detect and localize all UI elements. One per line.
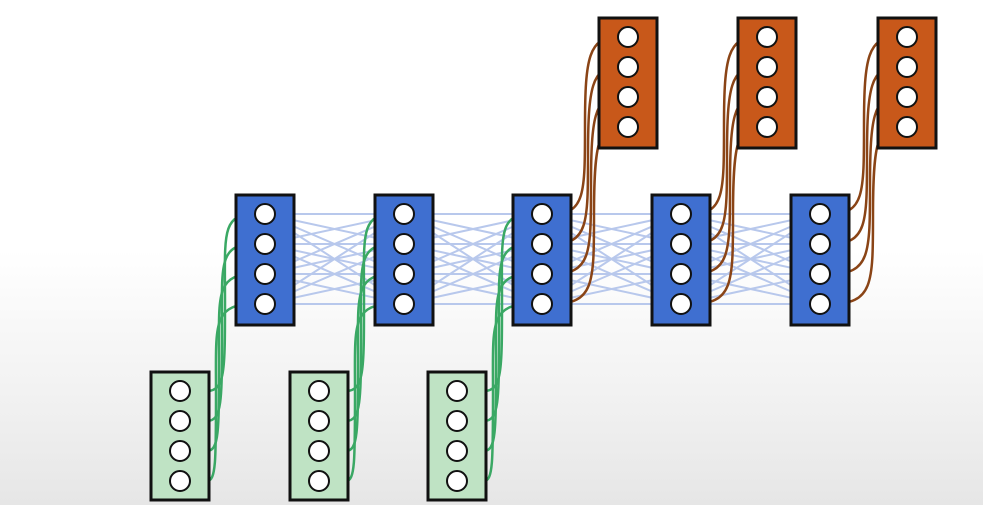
input-node-in2-3 [308,470,330,492]
hidden-node-h5-0 [809,203,831,225]
hidden-node-h5-1 [809,233,831,255]
hidden-node-h1-3 [254,293,276,315]
output-link-out3-0 [829,35,898,216]
input-block-in3 [426,370,488,502]
output-block-out3 [876,16,938,150]
hidden-node-h4-3 [670,293,692,315]
output-node-out2-2 [756,86,778,108]
output-node-out1-3 [617,116,639,138]
hidden-node-h2-1 [393,233,415,255]
hidden-block-h1 [234,193,296,327]
hidden-node-h2-3 [393,293,415,315]
output-block-out1 [597,16,659,150]
input-node-in3-3 [446,470,468,492]
input-node-in1-0 [169,380,191,402]
output-node-out1-0 [617,26,639,48]
output-node-out3-0 [896,26,918,48]
hidden-node-h5-3 [809,293,831,315]
hidden-node-h1-0 [254,203,276,225]
input-block-in2 [288,370,350,502]
output-node-out1-2 [617,86,639,108]
output-node-out3-2 [896,86,918,108]
input-link-in2-3 [345,302,395,483]
hidden-block-h5 [789,193,851,327]
output-link-out2-0 [690,35,758,216]
hidden-block-h4 [650,193,712,327]
hidden-node-h3-2 [531,263,553,285]
input-connections [206,212,533,483]
hidden-node-h1-2 [254,263,276,285]
output-link-out1-0 [551,35,619,216]
output-block-out2 [736,16,798,150]
input-node-in2-2 [308,440,330,462]
hidden-node-h4-0 [670,203,692,225]
output-node-out2-3 [756,116,778,138]
output-node-out3-3 [896,116,918,138]
output-node-out1-1 [617,56,639,78]
hidden-node-h3-1 [531,233,553,255]
hidden-node-h3-3 [531,293,553,315]
output-node-out2-1 [756,56,778,78]
hidden-node-h5-2 [809,263,831,285]
hidden-node-h4-2 [670,263,692,285]
hidden-block-h2 [373,193,435,327]
input-node-in3-1 [446,410,468,432]
input-node-in2-1 [308,410,330,432]
input-node-in1-2 [169,440,191,462]
hidden-block-h3 [511,193,573,327]
hidden-node-h1-1 [254,233,276,255]
hidden-node-h4-1 [670,233,692,255]
output-node-out2-0 [756,26,778,48]
layer-blocks [149,16,938,502]
input-block-in1 [149,370,211,502]
hidden-node-h2-0 [393,203,415,225]
input-node-in1-3 [169,470,191,492]
output-node-out3-1 [896,56,918,78]
input-node-in2-0 [308,380,330,402]
hidden-node-h3-0 [531,203,553,225]
input-node-in1-1 [169,410,191,432]
input-link-in3-3 [483,302,533,483]
input-node-in3-2 [446,440,468,462]
input-node-in3-0 [446,380,468,402]
hidden-node-h2-2 [393,263,415,285]
input-link-in1-3 [206,302,256,483]
